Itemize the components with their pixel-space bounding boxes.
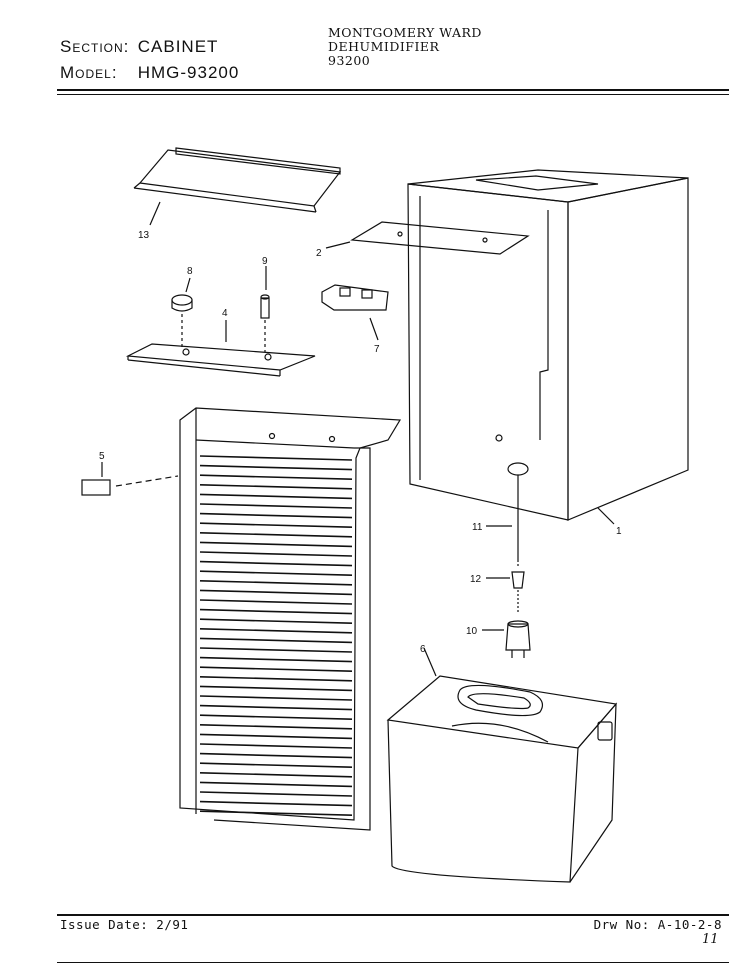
part-10-float (505, 620, 531, 658)
grille-slat (199, 551, 353, 557)
grille-slat (199, 685, 353, 692)
issue-date: Issue Date: 2/91 (60, 917, 189, 932)
grille-slat (199, 455, 353, 461)
section-label: Section: (60, 37, 130, 56)
section-value: CABINET (137, 37, 219, 56)
model-number: 93200 (328, 53, 371, 68)
part-9-shaft (260, 294, 270, 352)
part-4-control-plate (125, 343, 316, 377)
callout-8: 8 (187, 266, 193, 277)
leader-13 (149, 201, 161, 226)
part-13-top-tray (133, 147, 342, 213)
callout-7: 7 (374, 344, 380, 355)
callout-6: 6 (420, 644, 426, 655)
brand-name: MONTGOMERY WARD (328, 25, 482, 40)
leader-1 (597, 507, 615, 525)
grille-slat (199, 484, 353, 490)
grille-slat (199, 618, 353, 624)
footer-rule-bottom (57, 962, 729, 963)
grille-slat (199, 666, 353, 672)
header-product-info: MONTGOMERY WARD DEHUMIDIFIER 93200 (328, 26, 482, 68)
model-label: Model: (60, 63, 118, 82)
grille-slat (199, 656, 353, 663)
callout-1: 1 (616, 526, 622, 537)
grille-slat (199, 608, 353, 615)
grille-slat (199, 781, 353, 788)
callout-11: 11 (472, 522, 483, 533)
grille-slat (199, 628, 353, 634)
header-rule-top (57, 89, 729, 91)
part-1-cabinet-shell (407, 169, 689, 521)
grille-slats (199, 455, 353, 816)
grille-slat (199, 676, 353, 682)
grille-slat (199, 762, 353, 768)
callout-10: 10 (466, 626, 478, 637)
part-12-grommet (511, 571, 525, 614)
grille-slat (199, 522, 353, 528)
callout-2: 2 (316, 248, 322, 259)
model-value: HMG-93200 (137, 63, 240, 82)
grille-slat (199, 512, 353, 519)
grille-slat (199, 647, 353, 653)
callout-12: 12 (470, 574, 482, 585)
callout-9: 9 (262, 256, 268, 267)
leader-2 (325, 241, 351, 249)
grille-slat (199, 733, 353, 740)
callout-4: 4 (222, 308, 228, 319)
part-5-label (81, 479, 111, 496)
handwritten-mark: 11 (702, 932, 719, 947)
section-line: Section: CABINET (60, 34, 239, 60)
part-6-bucket (386, 675, 618, 883)
leader-8 (185, 277, 191, 293)
grille-slat (199, 810, 353, 816)
callout-5: 5 (99, 451, 105, 462)
grille-slat (199, 724, 353, 730)
callout-13: 13 (138, 230, 150, 241)
header-rule-bottom (57, 94, 729, 95)
part-11-float-rod (507, 462, 529, 566)
grille-slat (199, 599, 353, 605)
grille-slat (199, 532, 353, 538)
product-name: DEHUMIDIFIER (328, 39, 440, 54)
part-7-switch (321, 284, 389, 311)
grille-slat (199, 743, 353, 749)
leader-5-dashed (115, 475, 179, 487)
model-line: Model: HMG-93200 (60, 60, 239, 86)
drawing-number: Drw No: A-10-2-8 (593, 917, 722, 932)
grille-slat (199, 752, 353, 759)
grille-slat (199, 474, 353, 480)
grille-slat (199, 464, 353, 471)
grille-slat (199, 580, 353, 586)
grille-slat (199, 637, 353, 644)
grille-slat (199, 695, 353, 701)
grille-slat (199, 541, 353, 548)
leader-6 (423, 647, 437, 677)
grille-slat (199, 714, 353, 720)
leader-7 (369, 317, 379, 341)
part-2-top-plate (350, 221, 530, 255)
grille-slat (199, 800, 353, 807)
part-8-knob (171, 294, 193, 348)
grille-slat (199, 589, 353, 596)
grille-slat (199, 503, 353, 509)
grille-slat (199, 704, 353, 711)
grille-slat (199, 772, 353, 778)
grille-slat (199, 493, 353, 500)
grille-slat (199, 791, 353, 797)
header-section-model: Section: CABINET Model: HMG-93200 (60, 34, 239, 86)
grille-slat (199, 570, 353, 576)
grille-slat (199, 560, 353, 567)
footer-rule-top (57, 914, 729, 916)
